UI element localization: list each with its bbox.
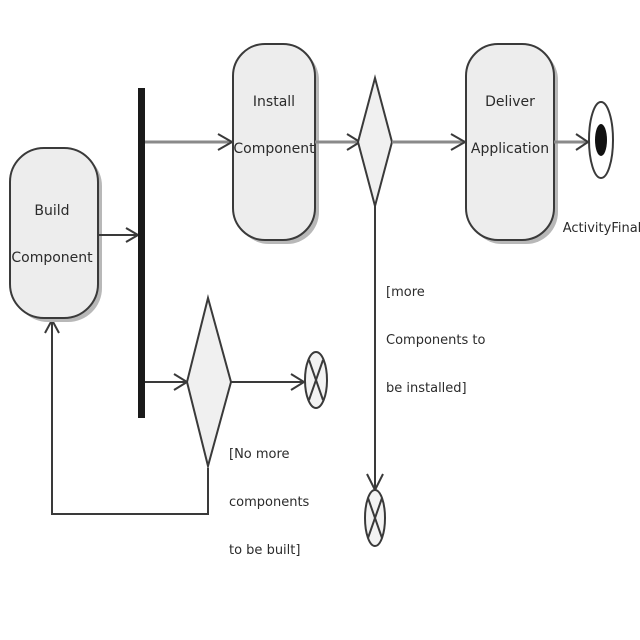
install-component-label-line1: Install [253, 94, 295, 110]
activity-final-caption: ActivityFinal [563, 221, 640, 236]
install-component-action[interactable]: Install Component [232, 43, 319, 244]
flow-final-install[interactable] [364, 489, 386, 547]
fork-bar [138, 88, 145, 418]
flow-fork-to-install [145, 133, 235, 151]
flow-deliver-to-final [554, 133, 590, 151]
activity-final-node[interactable] [588, 101, 614, 179]
guard-more-line2: Components to [386, 333, 485, 348]
deliver-application-label-line2: Application [471, 141, 549, 157]
guard-no-more-line2: components [229, 495, 310, 510]
guard-no-more-components: [No more components to be built] [229, 447, 310, 558]
flow-decision-to-flow-final [366, 206, 384, 493]
flow-build-to-fork [98, 227, 140, 243]
guard-more-line3: be installed] [386, 381, 467, 396]
guard-more-line1: [more [386, 285, 425, 300]
build-component-label-line1: Build [34, 203, 69, 219]
guard-no-more-line1: [No more [229, 447, 290, 462]
flow-decision-to-deliver [392, 133, 468, 151]
flow-final-build[interactable] [304, 351, 328, 409]
deliver-application-action[interactable]: Deliver Application [465, 43, 558, 244]
build-component-label-line2: Component [11, 250, 93, 266]
guard-no-more-line3: to be built] [229, 543, 300, 558]
install-component-label-line2: Component [233, 141, 315, 157]
flow-fork-to-build-decision [145, 373, 189, 391]
install-decision-diamond[interactable] [356, 74, 394, 210]
loop-back-flow [44, 317, 209, 515]
guard-more-components: [more Components to be installed] [386, 285, 485, 396]
flow-install-to-decision [315, 133, 362, 151]
deliver-application-label-line1: Deliver [485, 94, 535, 110]
build-decision-diamond[interactable] [185, 294, 233, 470]
flow-build-decision-to-flow-final [231, 373, 306, 391]
build-component-action[interactable]: Build Component [9, 147, 102, 322]
